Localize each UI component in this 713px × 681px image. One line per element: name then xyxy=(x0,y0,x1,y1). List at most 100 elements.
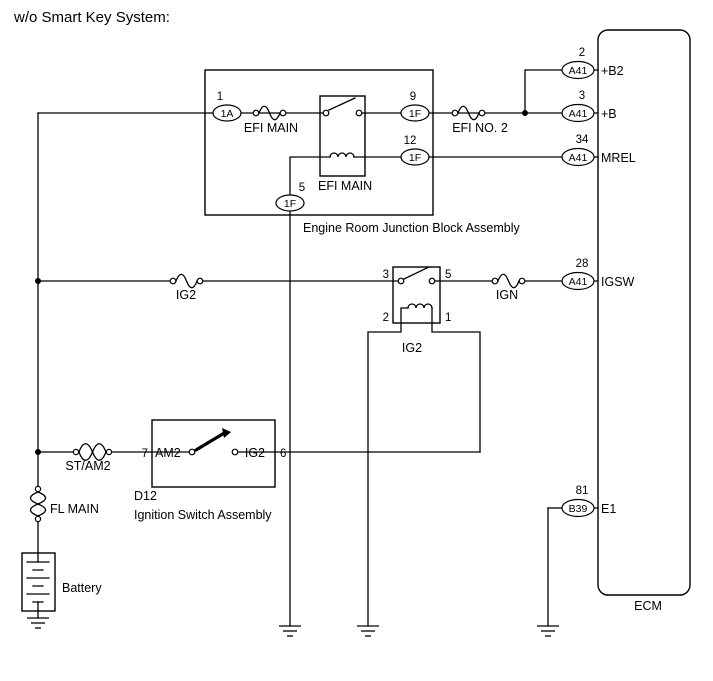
connector-oval-1a xyxy=(212,104,242,122)
fuse-efi-no2 xyxy=(451,105,486,121)
connector-oval-1f5 xyxy=(275,194,305,212)
junction-dot xyxy=(35,449,41,455)
link-terminal xyxy=(72,448,80,456)
switch-terminal xyxy=(188,448,196,456)
junction-dot xyxy=(522,110,528,116)
ecm-pin-num: 81 xyxy=(576,485,589,497)
connector-oval-a41-34 xyxy=(561,147,595,167)
ig2-relay-pin1: 1 xyxy=(445,312,451,324)
fusible-link-st-am2 xyxy=(72,443,113,461)
ecm-pin-conn: B39 xyxy=(569,503,588,515)
ecm-connectors xyxy=(561,60,595,518)
conn-12-num: 12 xyxy=(404,135,417,147)
ignition-pin7: 7 xyxy=(142,448,148,460)
fuse-efi-main-label: EFI MAIN xyxy=(244,121,298,135)
link-terminal xyxy=(34,485,42,493)
wire-ecm-stubs xyxy=(593,69,599,509)
fuse-wave xyxy=(497,273,520,289)
connector-oval-1f12 xyxy=(400,148,430,166)
fuse-ig2 xyxy=(169,273,204,289)
connector-oval-a41-3 xyxy=(561,103,595,123)
junction-block-connectors xyxy=(212,104,430,212)
fuse-ign xyxy=(491,273,526,289)
relay-box xyxy=(392,266,441,324)
relay-terminal xyxy=(322,109,330,117)
relay-switch-contact xyxy=(403,266,430,280)
ecm-pin-name: IGSW xyxy=(601,275,635,289)
ecm-pin-name: MREL xyxy=(601,151,636,165)
connector-oval-a41-28 xyxy=(561,271,595,291)
switch-lever xyxy=(194,430,228,452)
fuse-wave xyxy=(258,105,281,121)
ecm-pin-num: 2 xyxy=(579,47,585,59)
ecm-pin-name: E1 xyxy=(601,502,616,516)
ground-symbol xyxy=(26,617,50,629)
switch-lever-tip xyxy=(222,428,231,438)
link-terminal xyxy=(105,448,113,456)
relay-coil xyxy=(407,303,433,309)
ecm-pin-name: +B2 xyxy=(601,64,624,78)
switch-terminal xyxy=(231,448,239,456)
ignition-ig2-label: IG2 xyxy=(245,446,265,460)
ecm-pin-name: +B xyxy=(601,107,617,121)
ecm-pin-conn: A41 xyxy=(569,152,588,164)
fuse-terminal xyxy=(169,277,177,285)
ecm-pin-conn: A41 xyxy=(569,65,588,77)
wires xyxy=(37,69,599,627)
fusible-link-fl-main-label: FL MAIN xyxy=(50,502,99,516)
connector-oval-1f9 xyxy=(400,104,430,122)
ig2-relay-label: IG2 xyxy=(402,341,422,355)
junction-block-label: Engine Room Junction Block Assembly xyxy=(303,221,521,235)
ecm-pin-conn: A41 xyxy=(569,108,588,120)
ignition-switch-label: Ignition Switch Assembly xyxy=(134,508,272,522)
conn-5-id: 1F xyxy=(284,198,296,210)
wire-branch-plusb2 xyxy=(524,69,563,114)
ecm-pin-num: 3 xyxy=(579,90,585,102)
fusible-link-st-am2-label: ST/AM2 xyxy=(65,459,110,473)
ig2-relay-pin2: 2 xyxy=(383,312,389,324)
fuse-terminal xyxy=(196,277,204,285)
connector-oval-a41-2 xyxy=(561,60,595,80)
ecm-label: ECM xyxy=(634,599,662,613)
relay-efi-main-label: EFI MAIN xyxy=(318,179,372,193)
ground-symbol xyxy=(356,625,380,637)
ig2-relay-pin3: 3 xyxy=(383,269,389,281)
fuse-efi-main xyxy=(252,105,287,121)
link-wave xyxy=(78,443,107,461)
conn-12-id: 1F xyxy=(409,152,421,164)
fuse-terminal xyxy=(491,277,499,285)
wire-coil2-to-ground xyxy=(367,307,409,627)
ecm-pin-num: 28 xyxy=(576,258,589,270)
fuse-ign-label: IGN xyxy=(496,288,518,302)
relay-box xyxy=(319,95,366,177)
fuse-efi-no2-label: EFI NO. 2 xyxy=(452,121,508,135)
conn-9-num: 9 xyxy=(410,91,416,103)
ig2-relay-pin5: 5 xyxy=(445,269,451,281)
conn-5-num: 5 xyxy=(299,182,305,194)
junction-block-box xyxy=(204,69,434,216)
fuse-wave xyxy=(175,273,198,289)
relay-switch-contact xyxy=(328,97,356,111)
fuse-terminal xyxy=(518,277,526,285)
conn-9-id: 1F xyxy=(409,108,421,120)
conn-1a-num: 1 xyxy=(217,91,223,103)
ignition-switch-box xyxy=(151,419,276,488)
ecm-pin-num: 34 xyxy=(576,134,589,146)
fuse-wave xyxy=(457,105,480,121)
fuse-ig2-label: IG2 xyxy=(176,288,196,302)
battery-symbol xyxy=(21,552,56,612)
fuse-terminal xyxy=(451,109,459,117)
battery-label: Battery xyxy=(62,581,102,595)
battery-plates xyxy=(26,561,50,603)
battery-box xyxy=(21,552,56,612)
efi-main-relay xyxy=(319,95,366,177)
fuse-terminal xyxy=(478,109,486,117)
ecm-box xyxy=(597,29,691,596)
wire-coil2-to-switch xyxy=(431,307,481,453)
ground-symbol xyxy=(536,625,560,637)
wire-coil-to-1f5 xyxy=(289,156,331,196)
ignition-am2-label: AM2 xyxy=(155,446,181,460)
relay-terminal xyxy=(355,109,363,117)
